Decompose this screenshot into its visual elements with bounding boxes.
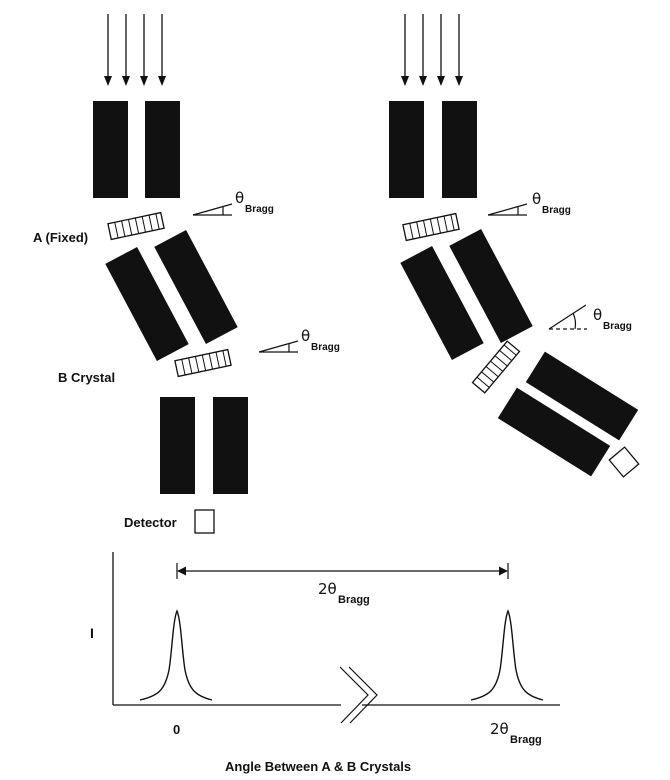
x-axis-label: Angle Between A & B Crystals <box>225 759 411 774</box>
right-top-slit-left <box>389 101 424 198</box>
right-mid-slit-left <box>400 245 484 361</box>
angle-icon <box>192 203 233 216</box>
right-configuration: θ Bragg θ Bragg <box>389 14 640 478</box>
y-axis-label: I <box>90 625 94 641</box>
theta-symbol: θ <box>235 189 244 207</box>
left-mid-slit-left <box>105 246 189 362</box>
theta-symbol: θ <box>532 190 541 208</box>
peak-right <box>470 609 544 701</box>
left-incident-beam <box>104 14 166 86</box>
crystal-a <box>107 211 165 241</box>
bragg-subscript: Bragg <box>510 734 542 746</box>
bragg-subscript: Bragg <box>338 594 370 606</box>
left-configuration: A (Fixed) θ Bragg B Crystal θ Bragg <box>33 14 340 534</box>
bragg-subscript: Bragg <box>245 204 274 215</box>
bragg-subscript: Bragg <box>311 342 340 353</box>
detector-icon <box>194 509 215 534</box>
left-top-slit-left <box>93 101 128 198</box>
right-mid-slit-right <box>449 228 533 344</box>
x-tick-zero: 0 <box>173 722 180 737</box>
left-top-slit-right <box>145 101 180 198</box>
angle-icon <box>258 340 299 353</box>
right-bottom-slit-lower <box>497 387 611 477</box>
bragg-subscript: Bragg <box>603 321 632 332</box>
x-tick-two-theta: 2θ <box>490 720 509 738</box>
theta-symbol: θ <box>593 306 602 324</box>
bragg-subscript: Bragg <box>542 205 571 216</box>
two-theta-label: 2θ <box>318 580 337 598</box>
right-bottom-slit-upper <box>525 351 639 441</box>
angle-icon <box>487 203 528 216</box>
crystal-b <box>471 340 521 394</box>
peak-left <box>139 609 213 701</box>
left-bottom-slit-right <box>213 397 248 494</box>
left-bottom-slit-left <box>160 397 195 494</box>
crystal-b <box>174 348 232 378</box>
left-mid-slit-right <box>154 229 238 345</box>
angle-icon <box>548 304 587 330</box>
right-incident-beam <box>401 14 463 86</box>
label-b-crystal: B Crystal <box>58 370 115 385</box>
axis-break-icon <box>339 666 378 724</box>
crystal-a <box>402 212 460 242</box>
detector-icon <box>608 446 640 478</box>
theta-symbol: θ <box>301 327 310 345</box>
label-a-fixed: A (Fixed) <box>33 230 88 245</box>
intensity-plot: 2θ Bragg I 0 2θ Bragg Angle Between A & … <box>90 552 560 774</box>
right-top-slit-right <box>442 101 477 198</box>
label-detector: Detector <box>124 515 177 530</box>
